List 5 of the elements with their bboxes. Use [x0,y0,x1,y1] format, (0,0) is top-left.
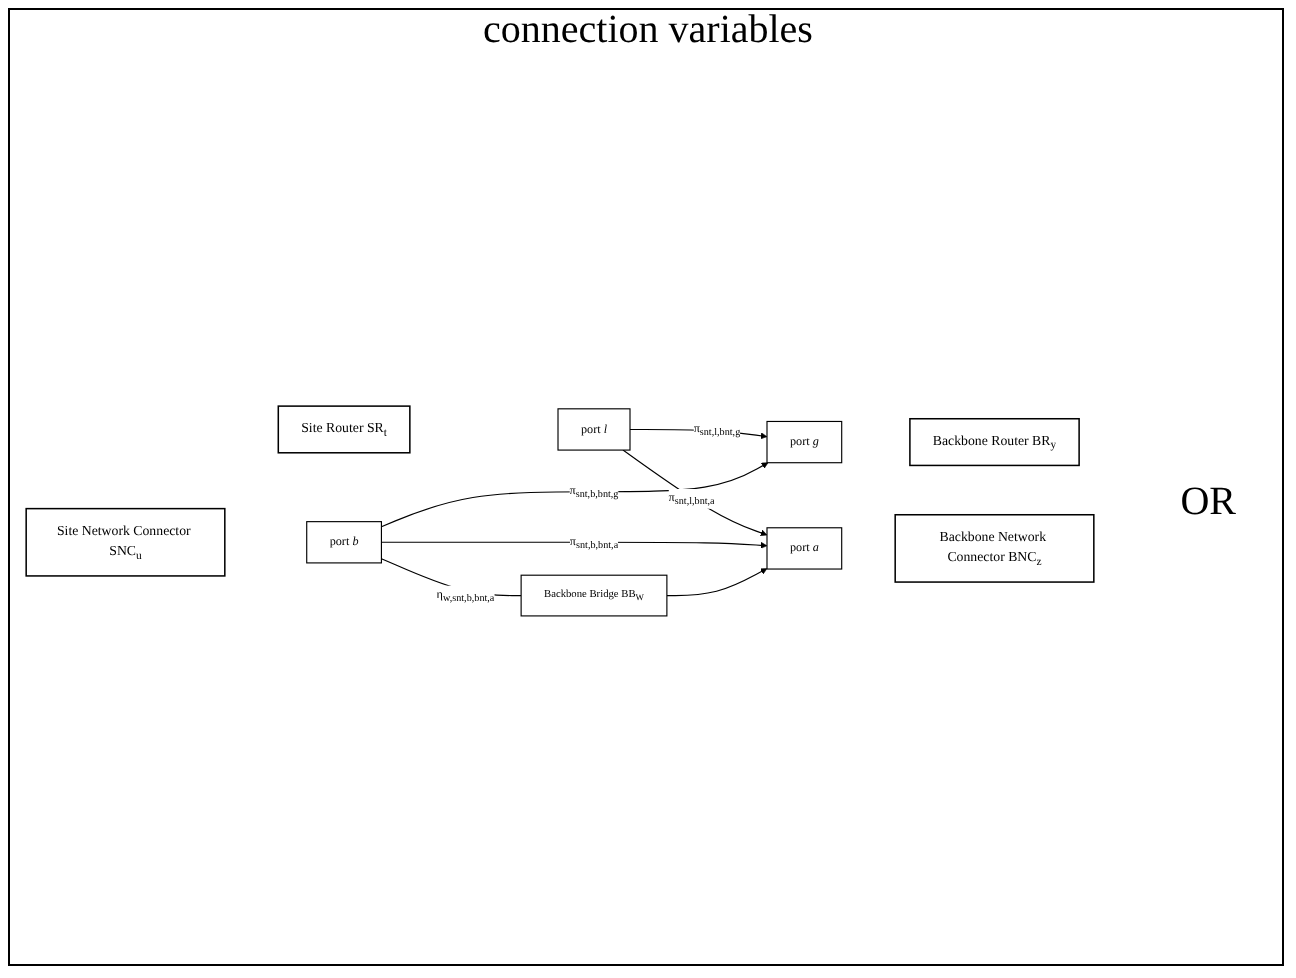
arrow [622,450,768,538]
diagram-title: connection variables [481,8,815,54]
note-label: OR [1180,480,1236,526]
arrow [666,569,768,598]
arrow [380,463,769,529]
